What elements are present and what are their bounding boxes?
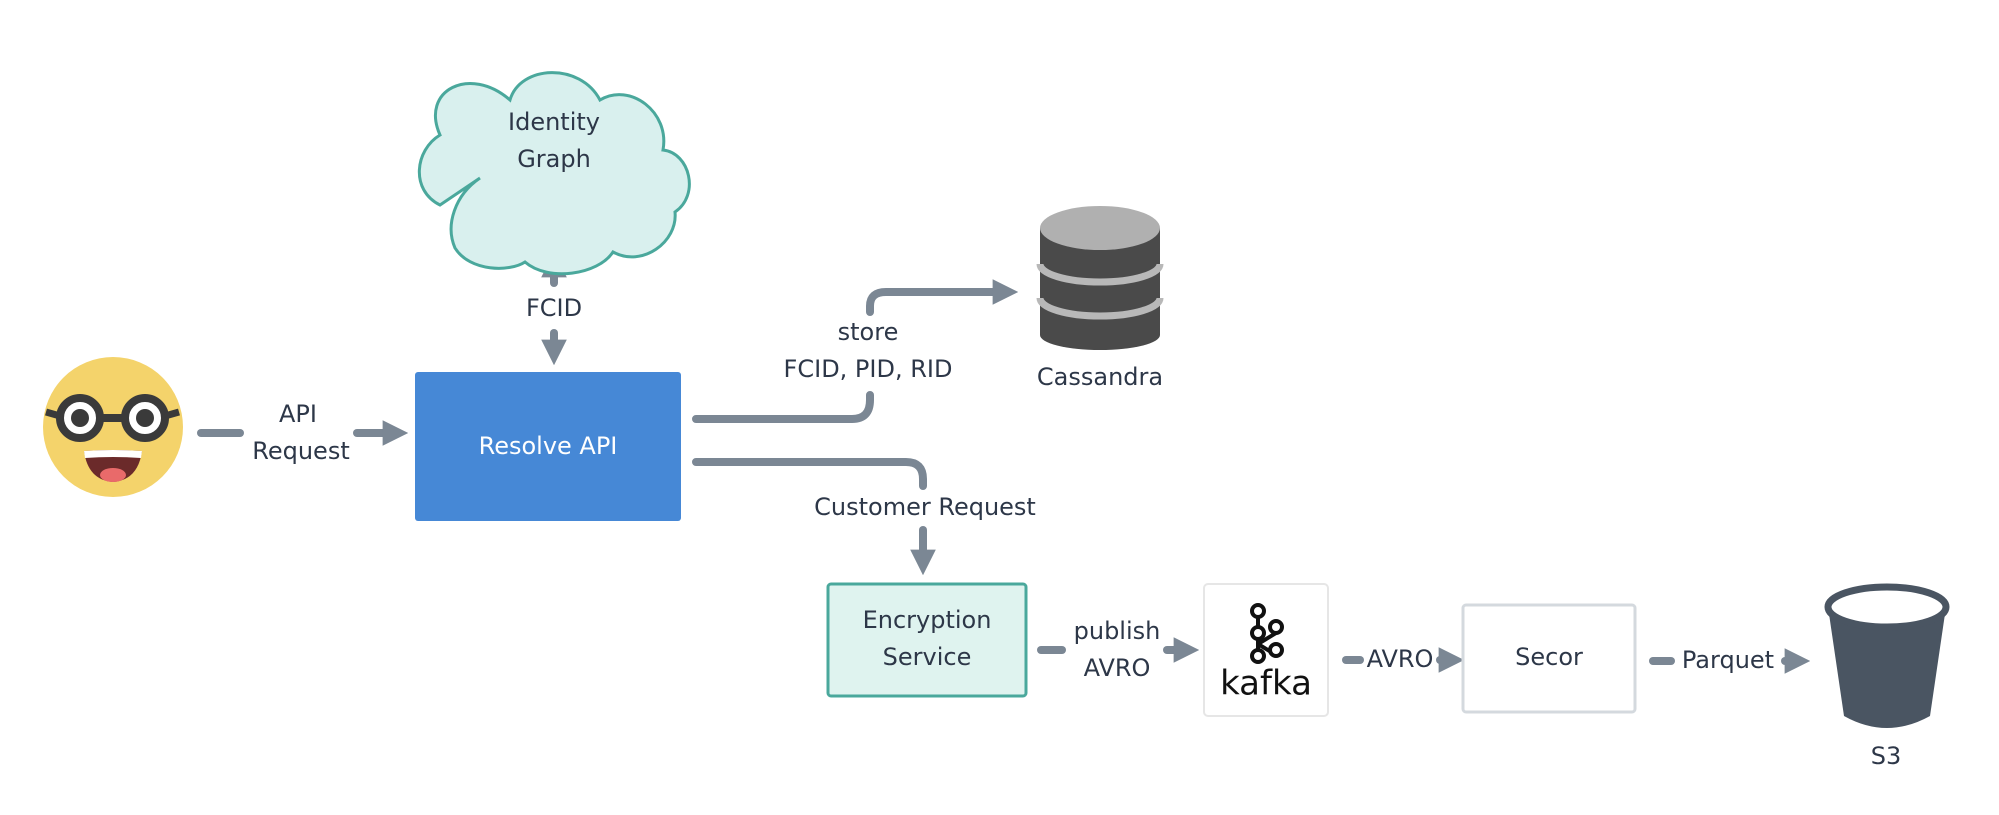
- edge-label-publish-avro-2: AVRO: [1084, 654, 1151, 682]
- identity-graph-label-2: Graph: [517, 145, 591, 173]
- encryption-service-label-1: Encryption: [863, 606, 992, 634]
- database-cylinder-icon: [1036, 206, 1164, 350]
- encryption-service-label-2: Service: [883, 643, 972, 671]
- s3-label: S3: [1871, 742, 1902, 770]
- identity-graph-node[interactable]: Identity Graph: [417, 71, 691, 276]
- kafka-label: kafka: [1220, 664, 1312, 704]
- edge-label-avro: AVRO: [1367, 645, 1434, 673]
- encryption-service-node[interactable]: Encryption Service: [826, 582, 1028, 698]
- identity-graph-label-1: Identity: [508, 108, 600, 136]
- nerd-face-emoji-icon: [43, 357, 183, 497]
- resolve-api-label: Resolve API: [479, 432, 618, 460]
- kafka-logo-icon: [1250, 603, 1284, 664]
- cassandra-label: Cassandra: [1037, 363, 1163, 391]
- edge-label-api-request-1: API: [279, 400, 317, 428]
- bucket-icon: [1824, 583, 1950, 728]
- arrow-resolve-to-encryption: [692, 458, 936, 576]
- arrow-resolve-to-cassandra: [692, 279, 1019, 423]
- edge-label-parquet: Parquet: [1682, 646, 1774, 674]
- cloud-icon: [417, 71, 691, 276]
- kafka-node[interactable]: kafka: [1203, 583, 1329, 717]
- edge-label-api-request-2: Request: [252, 437, 350, 465]
- edge-label-store-1: store: [838, 318, 899, 346]
- edge-label-store-2: FCID, PID, RID: [784, 355, 953, 383]
- edge-label-customer-request: Customer Request: [814, 493, 1036, 521]
- edge-label-publish-avro-1: publish: [1074, 617, 1161, 645]
- secor-label: Secor: [1515, 643, 1583, 671]
- secor-node[interactable]: Secor: [1461, 603, 1637, 714]
- resolve-api-node[interactable]: Resolve API: [415, 372, 681, 521]
- cassandra-node[interactable]: Cassandra: [1036, 206, 1164, 391]
- edge-label-fcid: FCID: [526, 294, 582, 322]
- s3-node[interactable]: S3: [1824, 583, 1950, 770]
